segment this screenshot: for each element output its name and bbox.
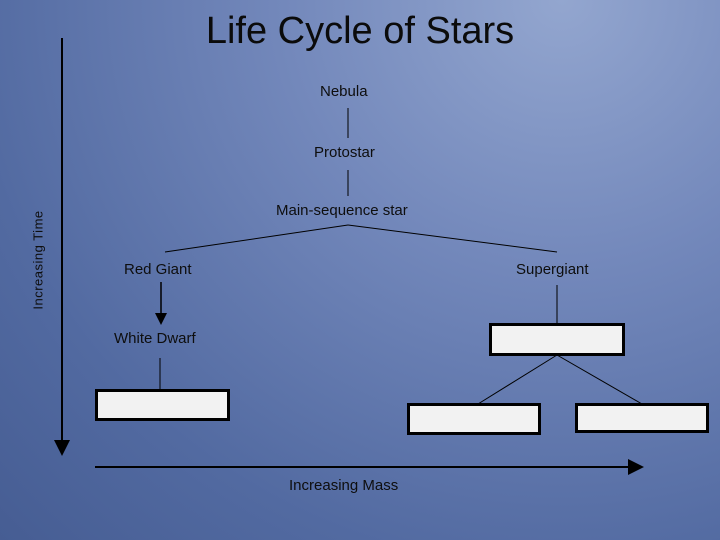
supergiant-label: Supergiant (516, 261, 589, 278)
blank-box-branch-left (407, 403, 541, 435)
blank-box-after-supergiant (489, 323, 625, 356)
branch-supergiant (347, 224, 558, 253)
red-giant-label: Red Giant (124, 261, 192, 278)
branch-box-right (556, 354, 643, 405)
branch-red-giant (164, 224, 349, 253)
main-sequence-label: Main-sequence star (276, 202, 408, 219)
protostar-label: Protostar (314, 144, 375, 161)
blank-box-branch-right (575, 403, 709, 433)
time-axis-label: Increasing Time (30, 210, 46, 310)
slide-title: Life Cycle of Stars (205, 10, 515, 52)
mass-axis-label: Increasing Mass (289, 477, 399, 494)
branch-box-left (477, 354, 558, 405)
white-dwarf-label: White Dwarf (114, 330, 196, 347)
nebula-label: Nebula (320, 83, 368, 100)
blank-box-after-white-dwarf (95, 389, 230, 421)
